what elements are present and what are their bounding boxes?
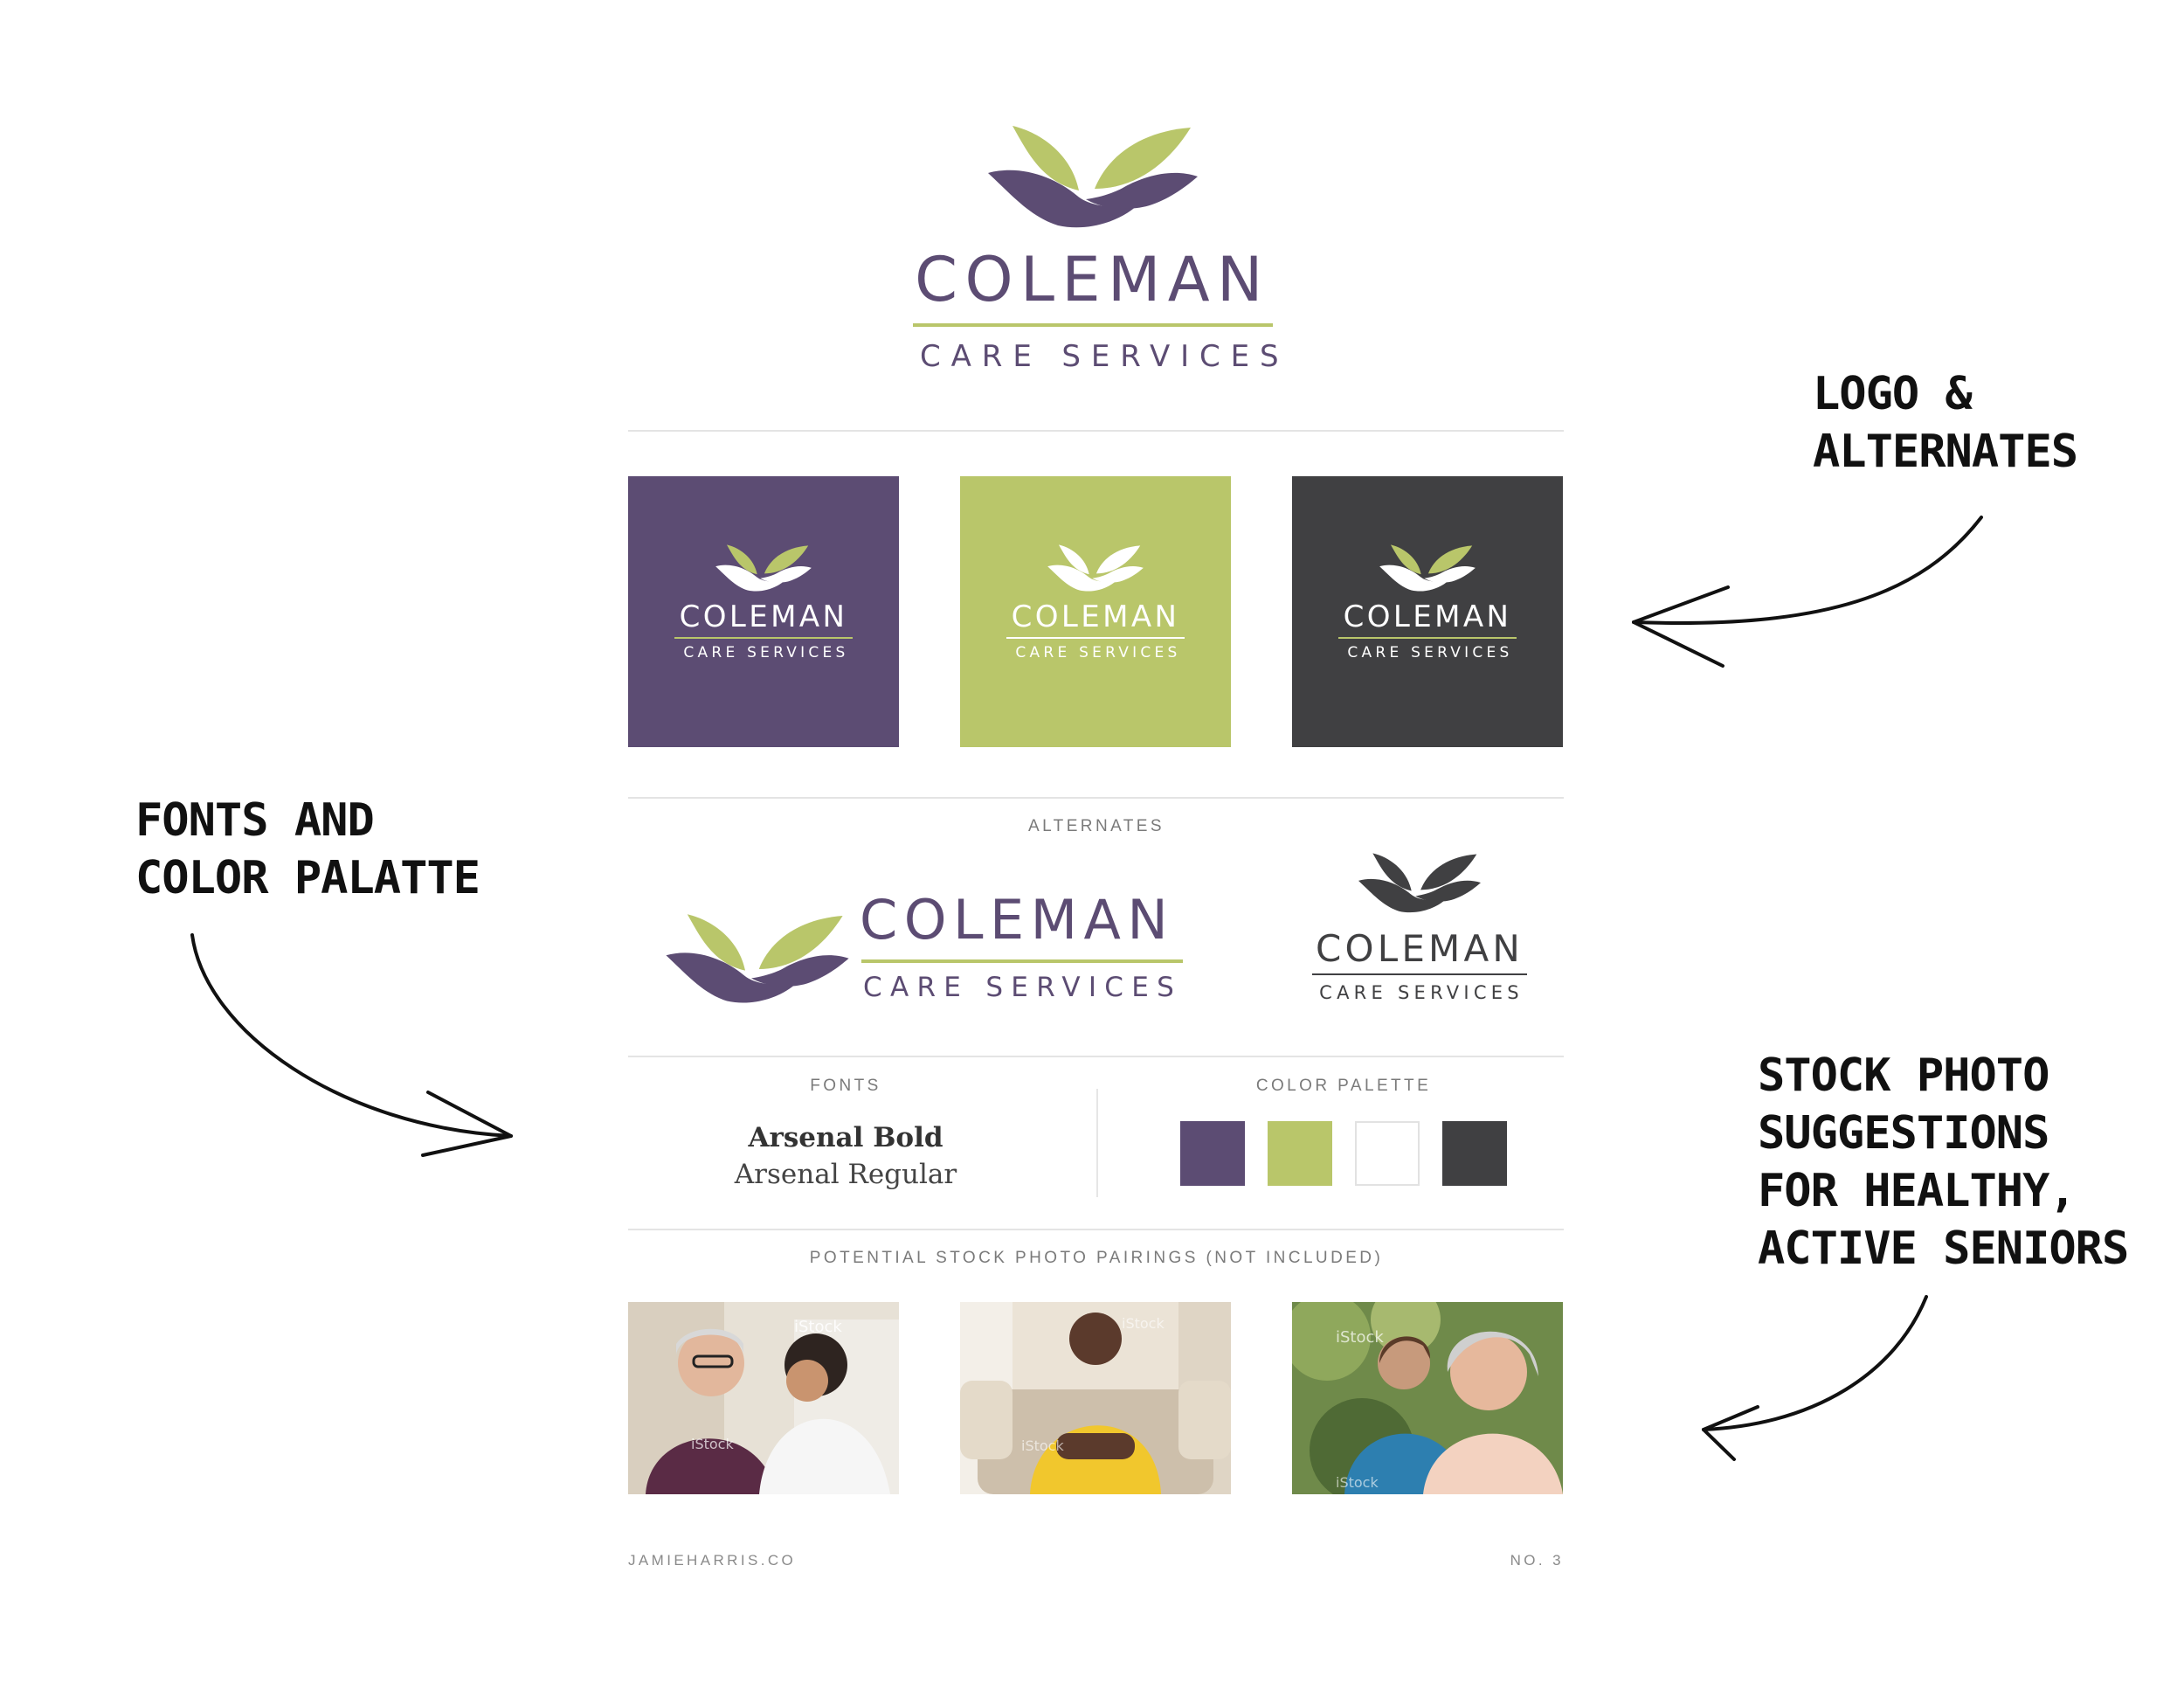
annotation-line: SUGGESTIONS — [1758, 1107, 2049, 1160]
fonts-label: FONTS — [810, 1077, 881, 1095]
swatch-charcoal — [1442, 1121, 1507, 1186]
annotation-logo: LOGO & ALTERNATES — [1813, 365, 2078, 481]
alt-stacked-tagline: CARE SERVICES — [1319, 982, 1524, 1003]
tile-divider — [674, 637, 853, 639]
annotation-line: FONTS AND — [135, 794, 375, 847]
annotation-line: COLOR PALATTE — [135, 852, 480, 904]
watermark-text: iStock — [794, 1318, 842, 1336]
alternate-horizontal-logo: COLEMAN CARE SERVICES — [666, 884, 1190, 1015]
photos-label: POTENTIAL STOCK PHOTO PAIRINGS (NOT INCL… — [809, 1249, 1384, 1267]
leaf-hands-icon — [1358, 853, 1481, 913]
annotation-line: ALTERNATES — [1813, 426, 2078, 478]
leaf-hands-icon — [1047, 544, 1144, 592]
tile-wordmark: COLEMAN — [1343, 599, 1512, 634]
stock-photo-senior-woman-sofa: iStock iStock — [960, 1302, 1231, 1494]
annotation-line: LOGO & — [1813, 368, 1973, 420]
main-logo: COLEMAN CARE SERVICES — [911, 114, 1289, 374]
logo-tile-purple: COLEMAN CARE SERVICES — [628, 476, 899, 747]
logo-tile-green: COLEMAN CARE SERVICES — [960, 476, 1231, 747]
footer-page-number: NO. 3 — [1510, 1552, 1564, 1569]
logo-tile-charcoal: COLEMAN CARE SERVICES — [1292, 476, 1563, 747]
annotation-stock: STOCK PHOTO SUGGESTIONS FOR HEALTHY, ACT… — [1758, 1047, 2129, 1278]
annotation-fonts: FONTS AND COLOR PALATTE — [135, 792, 480, 907]
swatch-purple — [1180, 1121, 1245, 1186]
watermark-text: iStock — [1336, 1328, 1384, 1347]
annotation-line: FOR HEALTHY, — [1758, 1165, 2077, 1217]
leaf-hands-icon — [666, 914, 849, 1003]
arrow-to-tiles — [1632, 516, 1983, 625]
palette-label: COLOR PALETTE — [1255, 1077, 1432, 1095]
watermark-text: iStock — [1336, 1474, 1379, 1491]
divider — [628, 430, 1564, 432]
swatch-white — [1355, 1121, 1420, 1186]
annotation-line: ACTIVE SENIORS — [1758, 1223, 2129, 1275]
watermark-text: iStock — [1021, 1437, 1064, 1454]
alternate-stacked-logo: COLEMAN CARE SERVICES — [1306, 846, 1533, 1005]
alt-divider — [861, 959, 1183, 963]
annotation-line: STOCK PHOTO — [1758, 1049, 2049, 1102]
alt-stacked-wordmark: COLEMAN — [1315, 927, 1524, 970]
watermark-text: iStock — [691, 1436, 734, 1452]
arrow-to-photos — [1702, 1295, 1928, 1431]
watermark-text: iStock — [1122, 1315, 1165, 1332]
logo-wordmark: COLEMAN — [915, 244, 1270, 315]
alt-wordmark: COLEMAN — [860, 888, 1175, 952]
vertical-divider — [1096, 1089, 1098, 1197]
tile-divider — [1338, 637, 1517, 639]
arrow-head-icon — [1702, 1405, 1759, 1461]
tile-wordmark: COLEMAN — [1011, 599, 1180, 634]
tile-tagline: CARE SERVICES — [1015, 644, 1181, 661]
alt-stacked-divider — [1312, 973, 1527, 975]
divider — [628, 797, 1564, 799]
leaf-hands-icon — [1379, 544, 1476, 592]
leaf-hands-icon — [987, 126, 1198, 228]
font-primary: Arsenal Bold — [748, 1122, 943, 1153]
alt-tagline: CARE SERVICES — [863, 972, 1183, 1003]
tile-divider — [1006, 637, 1185, 639]
logo-divider — [912, 323, 1273, 327]
arrow-to-fonts — [190, 933, 513, 1138]
alternates-label: ALTERNATES — [1028, 817, 1165, 835]
tile-tagline: CARE SERVICES — [1347, 644, 1513, 661]
font-secondary: Arsenal Regular — [734, 1159, 957, 1190]
stock-photo-nurse-senior-outdoors: iStock iStock — [1292, 1302, 1563, 1494]
arrow-head-icon — [421, 1091, 513, 1157]
stock-photo-doctor-patient: iStock iStock — [628, 1302, 899, 1494]
logo-tagline: CARE SERVICES — [920, 339, 1289, 374]
leaf-hands-icon — [715, 544, 812, 592]
swatch-green — [1268, 1121, 1332, 1186]
tile-tagline: CARE SERVICES — [683, 644, 849, 661]
tile-wordmark: COLEMAN — [679, 599, 848, 634]
footer-site: JAMIEHARRIS.CO — [628, 1552, 797, 1569]
divider — [628, 1056, 1564, 1057]
arrow-head-icon — [1632, 585, 1730, 668]
divider — [628, 1229, 1564, 1230]
